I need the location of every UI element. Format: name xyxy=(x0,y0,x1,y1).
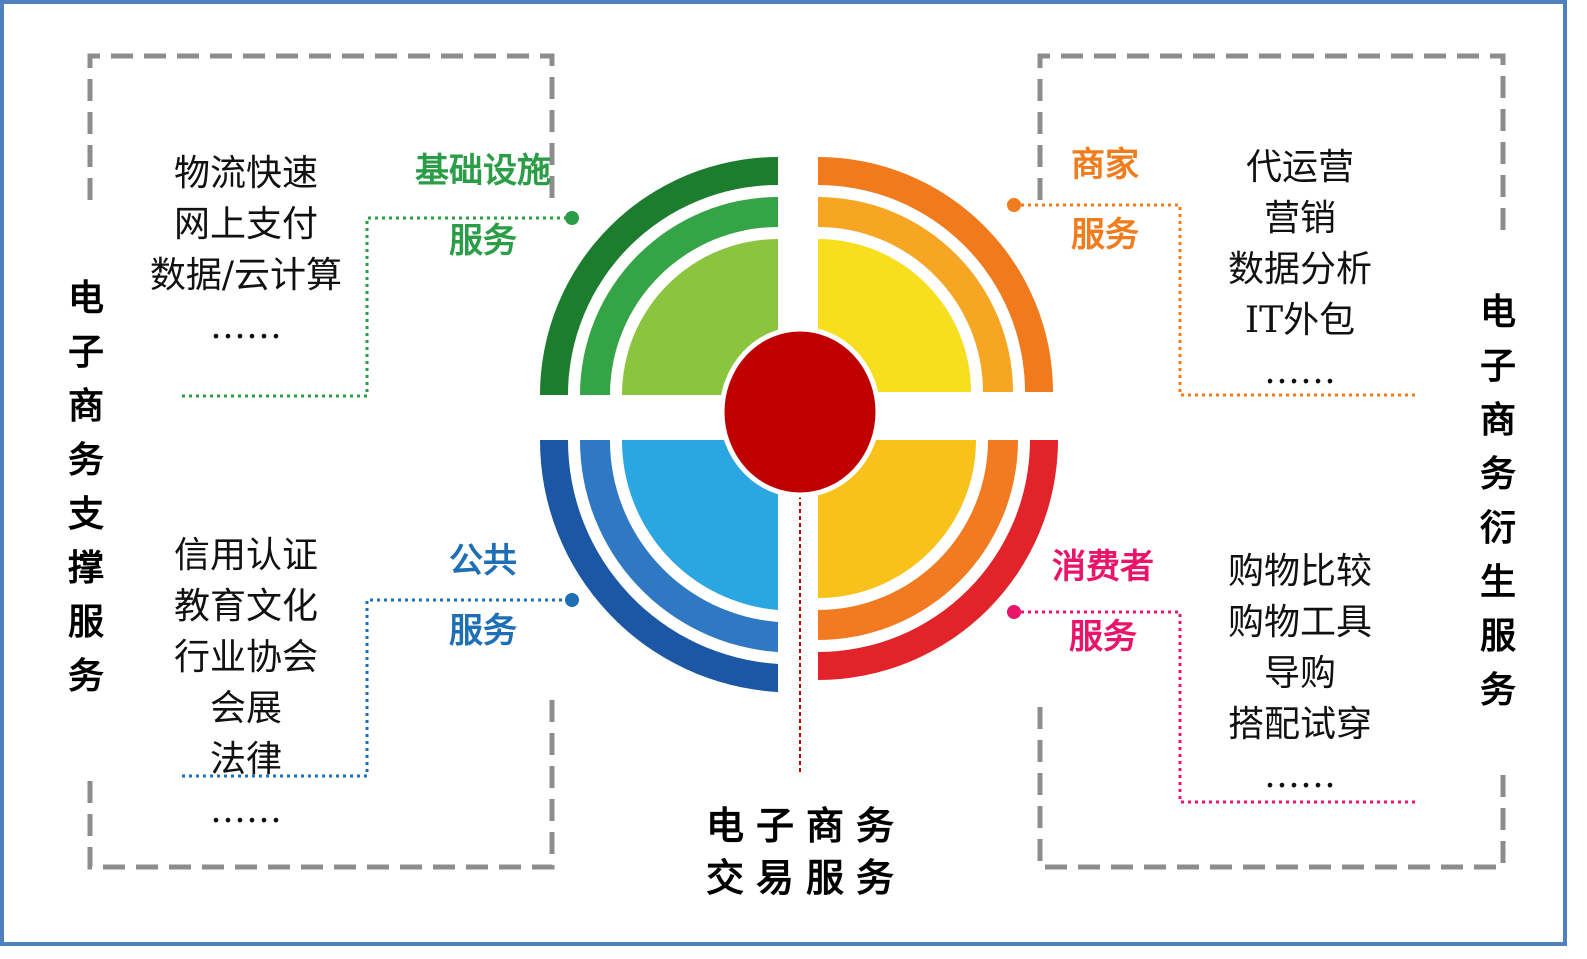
merchant-items: 代运营 营销 数据分析 IT外包 …… xyxy=(1170,142,1430,397)
list-item: 行业协会 xyxy=(173,637,318,678)
list-item: 教育文化 xyxy=(173,586,318,627)
list-item: …… xyxy=(1264,351,1336,392)
center-title: 电子商务 交易服务 xyxy=(705,804,906,900)
consumer-items: 购物比较 购物工具 导购 搭配试穿 …… xyxy=(1170,546,1430,801)
list-item: 数据分析 xyxy=(1227,249,1372,290)
right-section-title: 电 子 商 务 衍 生 服 务 xyxy=(1479,292,1516,711)
list-item: 信用认证 xyxy=(173,535,318,576)
right-dashed-box xyxy=(1037,53,1506,870)
list-item: …… xyxy=(210,306,282,347)
consumer-leader xyxy=(1007,605,1415,804)
list-item: 购物工具 xyxy=(1227,602,1372,643)
consumer-service-label: 消费者 服务 xyxy=(1052,547,1154,657)
infrastructure-leader xyxy=(182,211,579,398)
list-item: 物流快速 xyxy=(173,153,318,194)
public-items: 信用认证 教育文化 行业协会 会展 法律 …… xyxy=(116,530,376,836)
center-circle xyxy=(719,326,881,498)
top-left-quadrant xyxy=(540,157,778,395)
infrastructure-items: 物流快速 网上支付 数据/云计算 …… xyxy=(116,148,376,352)
top-right-quadrant xyxy=(818,157,1053,392)
left-dashed-box xyxy=(87,53,555,870)
list-item: 法律 xyxy=(209,739,282,780)
bottom-right-quadrant xyxy=(818,440,1058,680)
list-item: 会展 xyxy=(209,688,282,729)
list-item: …… xyxy=(1264,755,1336,796)
list-item: …… xyxy=(210,790,282,831)
list-item: 购物比较 xyxy=(1227,551,1372,592)
list-item: 数据/云计算 xyxy=(149,255,343,296)
left-section-title: 电 子 商 务 支 撑 服 务 xyxy=(67,278,104,697)
list-item: 营销 xyxy=(1263,198,1336,239)
list-item: IT外包 xyxy=(1244,300,1356,341)
list-item: 代运营 xyxy=(1245,147,1354,188)
list-item: 导购 xyxy=(1263,653,1336,694)
list-item: 网上支付 xyxy=(173,204,318,245)
infrastructure-service-label: 基础设施 服务 xyxy=(415,151,551,261)
merchant-leader xyxy=(1007,198,1415,397)
public-leader xyxy=(182,593,579,778)
merchant-service-label: 商家 服务 xyxy=(1071,145,1139,255)
bottom-left-quadrant xyxy=(539,440,778,692)
list-item: 搭配试穿 xyxy=(1227,704,1372,745)
public-service-label: 公共 服务 xyxy=(449,541,517,651)
